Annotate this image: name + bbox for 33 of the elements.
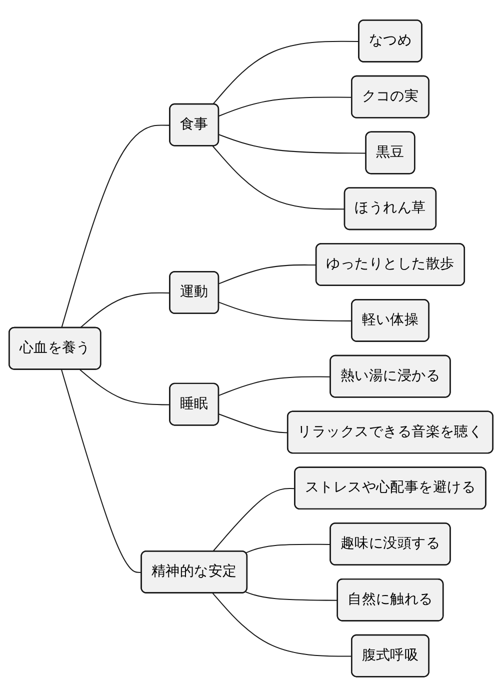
- topic-box: クコの実: [351, 75, 430, 118]
- topic-box: 自然に触れる: [336, 578, 444, 621]
- topic-box: 熱い湯に浸かる: [330, 354, 451, 398]
- topic-box: ストレスや心配事を避ける: [294, 466, 486, 510]
- topic-box: リラックスできる音楽を聴く: [286, 410, 494, 454]
- connector-line: [218, 96, 352, 116]
- topic-box: なつめ: [358, 19, 422, 62]
- topic-box: 軽い体操: [351, 298, 430, 342]
- topic-box: 食事: [169, 102, 220, 146]
- connector-line: [218, 413, 288, 433]
- connector-line: [80, 368, 170, 405]
- connector-line: [80, 292, 170, 328]
- connector-line: [246, 543, 331, 554]
- topic-box: 睡眠: [169, 382, 220, 426]
- connector-line: [218, 301, 352, 322]
- connector-line: [218, 376, 331, 396]
- topic-box: 精神的な安定: [140, 550, 248, 594]
- topic-box: 運動: [169, 270, 220, 314]
- connector-line: [61, 124, 170, 328]
- topic-box: ほうれん草: [344, 186, 437, 230]
- topic-box: 心血を養う: [8, 326, 102, 370]
- topic-box: 趣味に没頭する: [330, 522, 451, 566]
- connector-line: [212, 592, 352, 656]
- topic-box: 腹式呼吸: [351, 634, 430, 677]
- connector-line: [246, 591, 338, 601]
- topic-box: ゆったりとした散歩: [315, 242, 466, 286]
- connector-line: [61, 369, 142, 573]
- topic-box: 黒豆: [365, 130, 416, 174]
- connector-line: [212, 145, 345, 210]
- connector-line: [212, 488, 296, 552]
- connector-line: [212, 40, 360, 104]
- connector-line: [218, 264, 317, 284]
- connector-line: [218, 134, 366, 154]
